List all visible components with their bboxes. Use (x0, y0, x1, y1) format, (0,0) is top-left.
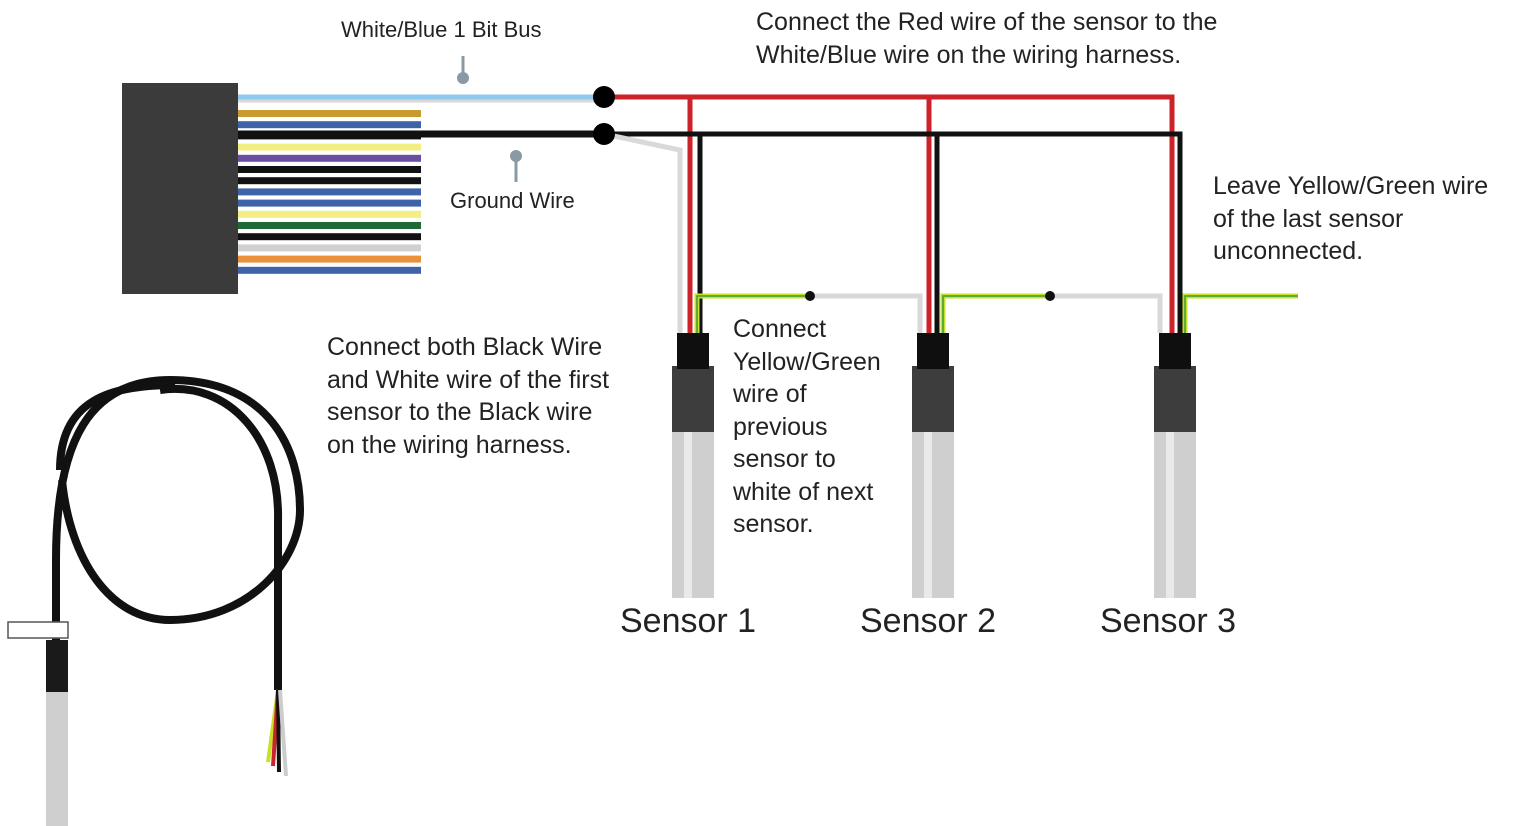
ribbon-wire (238, 244, 421, 252)
probe-steel (912, 430, 954, 598)
sensor-label-3: Sensor 3 (1100, 602, 1237, 640)
ribbon-wire (238, 210, 421, 218)
wiring-harness (122, 56, 604, 294)
ribbon-wire (238, 188, 421, 196)
probe-heatshrink (917, 333, 949, 369)
white-wire-sensor-2 (810, 293, 923, 333)
probe-sleeve (1154, 366, 1196, 432)
ribbon-wire (238, 154, 421, 162)
probe-highlight (1166, 430, 1174, 598)
ribbon-wire (238, 110, 421, 117)
probe-heatshrink (1159, 333, 1191, 369)
cable-probe-sleeve (46, 640, 68, 692)
yellow-junction-dot-2 (1045, 291, 1055, 301)
cable-tag (7, 621, 69, 639)
probe-steel (672, 430, 714, 598)
bus-wire-label: White/Blue 1 Bit Bus (341, 17, 542, 42)
red-wire-instruction: Connect the Red wire of the sensor to th… (756, 8, 1218, 69)
probe-sleeve (912, 366, 954, 432)
bus-junction-dot (593, 86, 615, 108)
white-wire-sensor-3 (1050, 293, 1163, 333)
harness-connector (122, 83, 238, 294)
probe-highlight (924, 430, 932, 598)
black-white-instruction: Connect both Black Wire and White wire o… (327, 333, 610, 459)
black-bus (604, 131, 1183, 333)
sensor-probe-1 (672, 333, 714, 598)
yellow-junction-dot-1 (805, 291, 815, 301)
cable-loop (52, 375, 305, 826)
probe-steel (1154, 430, 1196, 598)
ground-wire-label: Ground Wire (450, 188, 575, 213)
yellow-green-wire-sensor-1-stripe (696, 295, 810, 333)
leave-unconnected-instruction: Leave Yellow/Green wire of the last sens… (1213, 172, 1489, 265)
bus-callout-dot (457, 72, 469, 84)
ground-junction-dot (593, 123, 615, 145)
probe-sleeve (672, 366, 714, 432)
ground-callout-dot (510, 150, 522, 162)
yellow-green-wire-sensor-2-stripe (942, 295, 1050, 333)
red-bus (604, 94, 1175, 333)
sensor-label-1: Sensor 1 (620, 602, 757, 640)
cable-probe-steel (46, 690, 68, 826)
sensor-probe-3 (1154, 333, 1196, 598)
ribbon-wire (238, 166, 421, 173)
cable-outer-loop (56, 381, 176, 471)
probe-heatshrink (677, 333, 709, 369)
yellow-green-wire-sensor-2 (940, 293, 1050, 333)
ribbon-wire (238, 222, 421, 229)
probe-highlight (684, 430, 692, 598)
ribbon-wire (238, 143, 421, 151)
ribbon-wire (238, 255, 421, 263)
cable-lead-black (276, 689, 281, 773)
cable-tail (159, 384, 283, 690)
sensor-probe-2 (912, 333, 954, 598)
ribbon-wire (238, 266, 421, 274)
yellow-green-wire-sensor-3 (1182, 293, 1298, 333)
white-wire-sensor-1 (603, 131, 683, 333)
sensor-cable-illustration (7, 375, 305, 826)
cable-lead-white (278, 689, 288, 777)
yellow-green-instruction: Connect Yellow/Green wire of previous se… (733, 315, 881, 538)
ribbon-wire (238, 121, 421, 129)
ribbon-wire (238, 199, 421, 207)
yellow-green-wire-sensor-3-stripe (1184, 295, 1298, 333)
ribbon-wire (238, 177, 421, 185)
bus-lines (593, 86, 1298, 333)
sensor-label-2: Sensor 2 (860, 602, 997, 640)
harness-ribbon (238, 110, 421, 274)
ribbon-wire (238, 233, 421, 241)
